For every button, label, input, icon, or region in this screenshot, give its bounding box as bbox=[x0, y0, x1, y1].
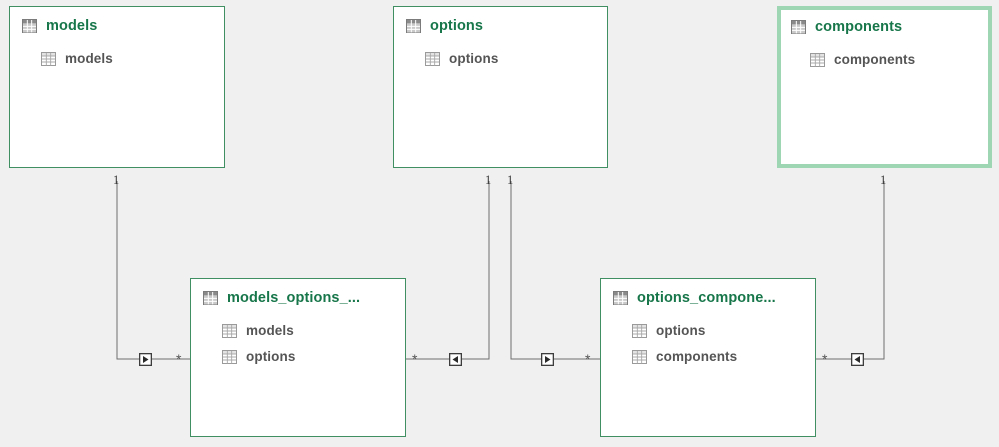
table-field-icon bbox=[222, 349, 237, 364]
entity-field-list: options bbox=[425, 51, 498, 66]
entity-field-label: models bbox=[246, 323, 294, 338]
table-icon bbox=[22, 19, 37, 33]
cardinality-one-models: 1 bbox=[113, 173, 120, 187]
entity-field-list: components bbox=[810, 52, 915, 67]
cardinality-one-options-right: 1 bbox=[507, 173, 514, 187]
entity-field[interactable]: models bbox=[41, 51, 113, 66]
entity-title: options_compone... bbox=[637, 290, 776, 306]
entity-field[interactable]: components bbox=[632, 349, 737, 364]
entity-header: options_compone... bbox=[613, 290, 776, 306]
connector-options-models-options bbox=[406, 181, 490, 360]
entity-field-label: options bbox=[246, 349, 296, 364]
entity-header: components bbox=[791, 19, 902, 35]
relationship-arrow-right[interactable] bbox=[540, 352, 555, 367]
entity-field[interactable]: models bbox=[222, 323, 295, 338]
entity-models-options[interactable]: models_options_... models bbox=[190, 278, 406, 437]
entity-field[interactable]: options bbox=[632, 323, 737, 338]
entity-header: models_options_... bbox=[203, 290, 360, 306]
entity-field[interactable]: options bbox=[222, 349, 295, 364]
relationship-arrow-left[interactable] bbox=[448, 352, 463, 367]
entity-field-list: models bbox=[41, 51, 113, 66]
cardinality-many-options-components-right: * bbox=[822, 351, 828, 367]
table-field-icon bbox=[810, 52, 825, 67]
cardinality-many-models-options: * bbox=[176, 351, 182, 367]
table-icon bbox=[406, 19, 421, 33]
table-icon bbox=[203, 291, 218, 305]
entity-field[interactable]: options bbox=[425, 51, 498, 66]
entity-options[interactable]: options options bbox=[393, 6, 608, 168]
table-field-icon bbox=[632, 349, 647, 364]
table-icon bbox=[613, 291, 628, 305]
cardinality-one-components: 1 bbox=[880, 173, 887, 187]
table-field-icon bbox=[425, 51, 440, 66]
table-field-icon bbox=[222, 323, 237, 338]
cardinality-many-options-components-left: * bbox=[585, 351, 591, 367]
entity-title: models bbox=[46, 18, 98, 34]
cardinality-many-models-options-right: * bbox=[412, 351, 418, 367]
connector-options-options-components bbox=[510, 181, 600, 360]
entity-field[interactable]: components bbox=[810, 52, 915, 67]
cardinality-one-options-left: 1 bbox=[485, 173, 492, 187]
entity-field-label: options bbox=[656, 323, 706, 338]
entity-field-label: components bbox=[834, 52, 916, 67]
entity-header: models bbox=[22, 18, 97, 34]
entity-field-list: models options bbox=[222, 323, 295, 364]
entity-header: options bbox=[406, 18, 483, 34]
connector-components-options-components bbox=[816, 181, 885, 360]
entity-options-components[interactable]: options_compone... options bbox=[600, 278, 816, 437]
entity-field-label: components bbox=[656, 349, 738, 364]
entity-field-label: options bbox=[449, 51, 499, 66]
relationship-arrow-right[interactable] bbox=[138, 352, 153, 367]
entity-title: models_options_... bbox=[227, 290, 361, 306]
entity-field-list: options components bbox=[632, 323, 737, 364]
entity-models[interactable]: models models bbox=[9, 6, 225, 168]
table-field-icon bbox=[41, 51, 56, 66]
relationship-arrow-left[interactable] bbox=[850, 352, 865, 367]
connector-models-models-options bbox=[116, 181, 190, 360]
table-field-icon bbox=[632, 323, 647, 338]
entity-title: components bbox=[815, 19, 903, 35]
table-icon bbox=[791, 20, 806, 34]
entity-title: options bbox=[430, 18, 484, 34]
entity-components[interactable]: components components bbox=[777, 6, 992, 168]
entity-field-label: models bbox=[65, 51, 113, 66]
